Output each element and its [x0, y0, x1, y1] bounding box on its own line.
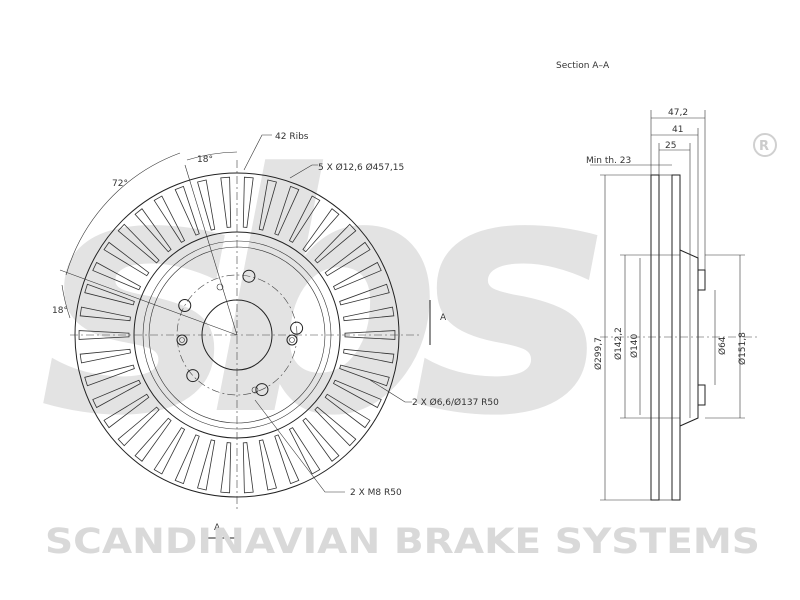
brand-watermark: SCANDINAVIAN BRAKE SYSTEMS: [45, 522, 760, 562]
rib: [174, 185, 200, 236]
rib: [332, 261, 382, 291]
dim-41: 41: [672, 125, 683, 135]
rib: [197, 439, 216, 491]
bolt-holes-label: 5 X Ø12,6 Ø457,15: [318, 162, 404, 173]
front-view: [59, 134, 431, 545]
section-title: Section A–A: [556, 61, 610, 71]
bolt-hole: [186, 369, 200, 383]
rib: [174, 434, 200, 485]
bolt-hole: [255, 383, 269, 397]
watermark-logo: sbs: [40, 104, 598, 488]
rib: [220, 176, 232, 228]
rib: [302, 417, 340, 462]
bolt-holes: [178, 269, 304, 397]
dia-140: Ø140: [629, 333, 640, 358]
rib: [314, 406, 357, 447]
rib: [78, 330, 130, 340]
angle-72: 72°: [112, 179, 128, 189]
bolt-hole: [178, 298, 192, 312]
threads-label: 2 X M8 R50: [350, 488, 402, 498]
rib: [258, 179, 277, 231]
rib: [288, 195, 321, 243]
rib: [92, 379, 142, 409]
rib: [274, 434, 300, 485]
small-holes-label: 2 X Ø6,6/Ø137 R50: [412, 397, 499, 408]
dia-151-8: Ø151,8: [737, 332, 748, 365]
thread-hole-2: [251, 386, 259, 394]
rib: [332, 379, 382, 409]
rib: [288, 427, 321, 475]
angle-18-top: 18°: [197, 155, 213, 165]
rib: [324, 393, 371, 429]
rib: [117, 223, 160, 264]
rib: [220, 442, 232, 494]
rib: [134, 417, 172, 462]
rib: [103, 393, 150, 429]
rib: [79, 348, 131, 364]
rib: [339, 364, 390, 387]
rib: [84, 283, 135, 306]
dia-64: Ø64: [717, 336, 728, 355]
thread-hole-1: [216, 283, 224, 291]
rib: [274, 185, 300, 236]
rib: [92, 261, 142, 291]
bolt-hole: [242, 269, 256, 283]
ventilation-ribs: [78, 176, 396, 494]
rib: [343, 348, 395, 364]
registered-mark: R: [753, 133, 777, 157]
rib: [197, 179, 216, 231]
rib: [84, 364, 135, 387]
section-view: [590, 110, 760, 501]
rib: [79, 306, 131, 322]
dia-299-7: Ø299,7: [593, 337, 604, 370]
rib: [103, 241, 150, 277]
rib: [258, 439, 277, 491]
rib: [242, 442, 254, 494]
rib: [153, 427, 186, 475]
dim-47-2: 47,2: [668, 108, 688, 118]
section-marker-right: A: [440, 313, 447, 323]
section-marker-bottom: A: [214, 523, 221, 533]
angle-18-left: 18°: [52, 306, 68, 316]
dim-25: 25: [665, 141, 676, 151]
rib: [302, 208, 340, 253]
svg-text:R: R: [759, 139, 769, 154]
rib: [314, 223, 357, 264]
min-thickness: Min th. 23: [586, 156, 631, 166]
rib: [339, 283, 390, 306]
rib: [117, 406, 160, 447]
rib: [242, 176, 254, 228]
dia-142-2: Ø142,2: [613, 327, 624, 360]
rib: [344, 330, 396, 340]
bolt-hole: [290, 321, 304, 335]
ribs-label: 42 Ribs: [275, 132, 309, 142]
rib: [324, 241, 371, 277]
rib: [343, 306, 395, 322]
rib: [134, 208, 172, 253]
rib: [153, 195, 186, 243]
